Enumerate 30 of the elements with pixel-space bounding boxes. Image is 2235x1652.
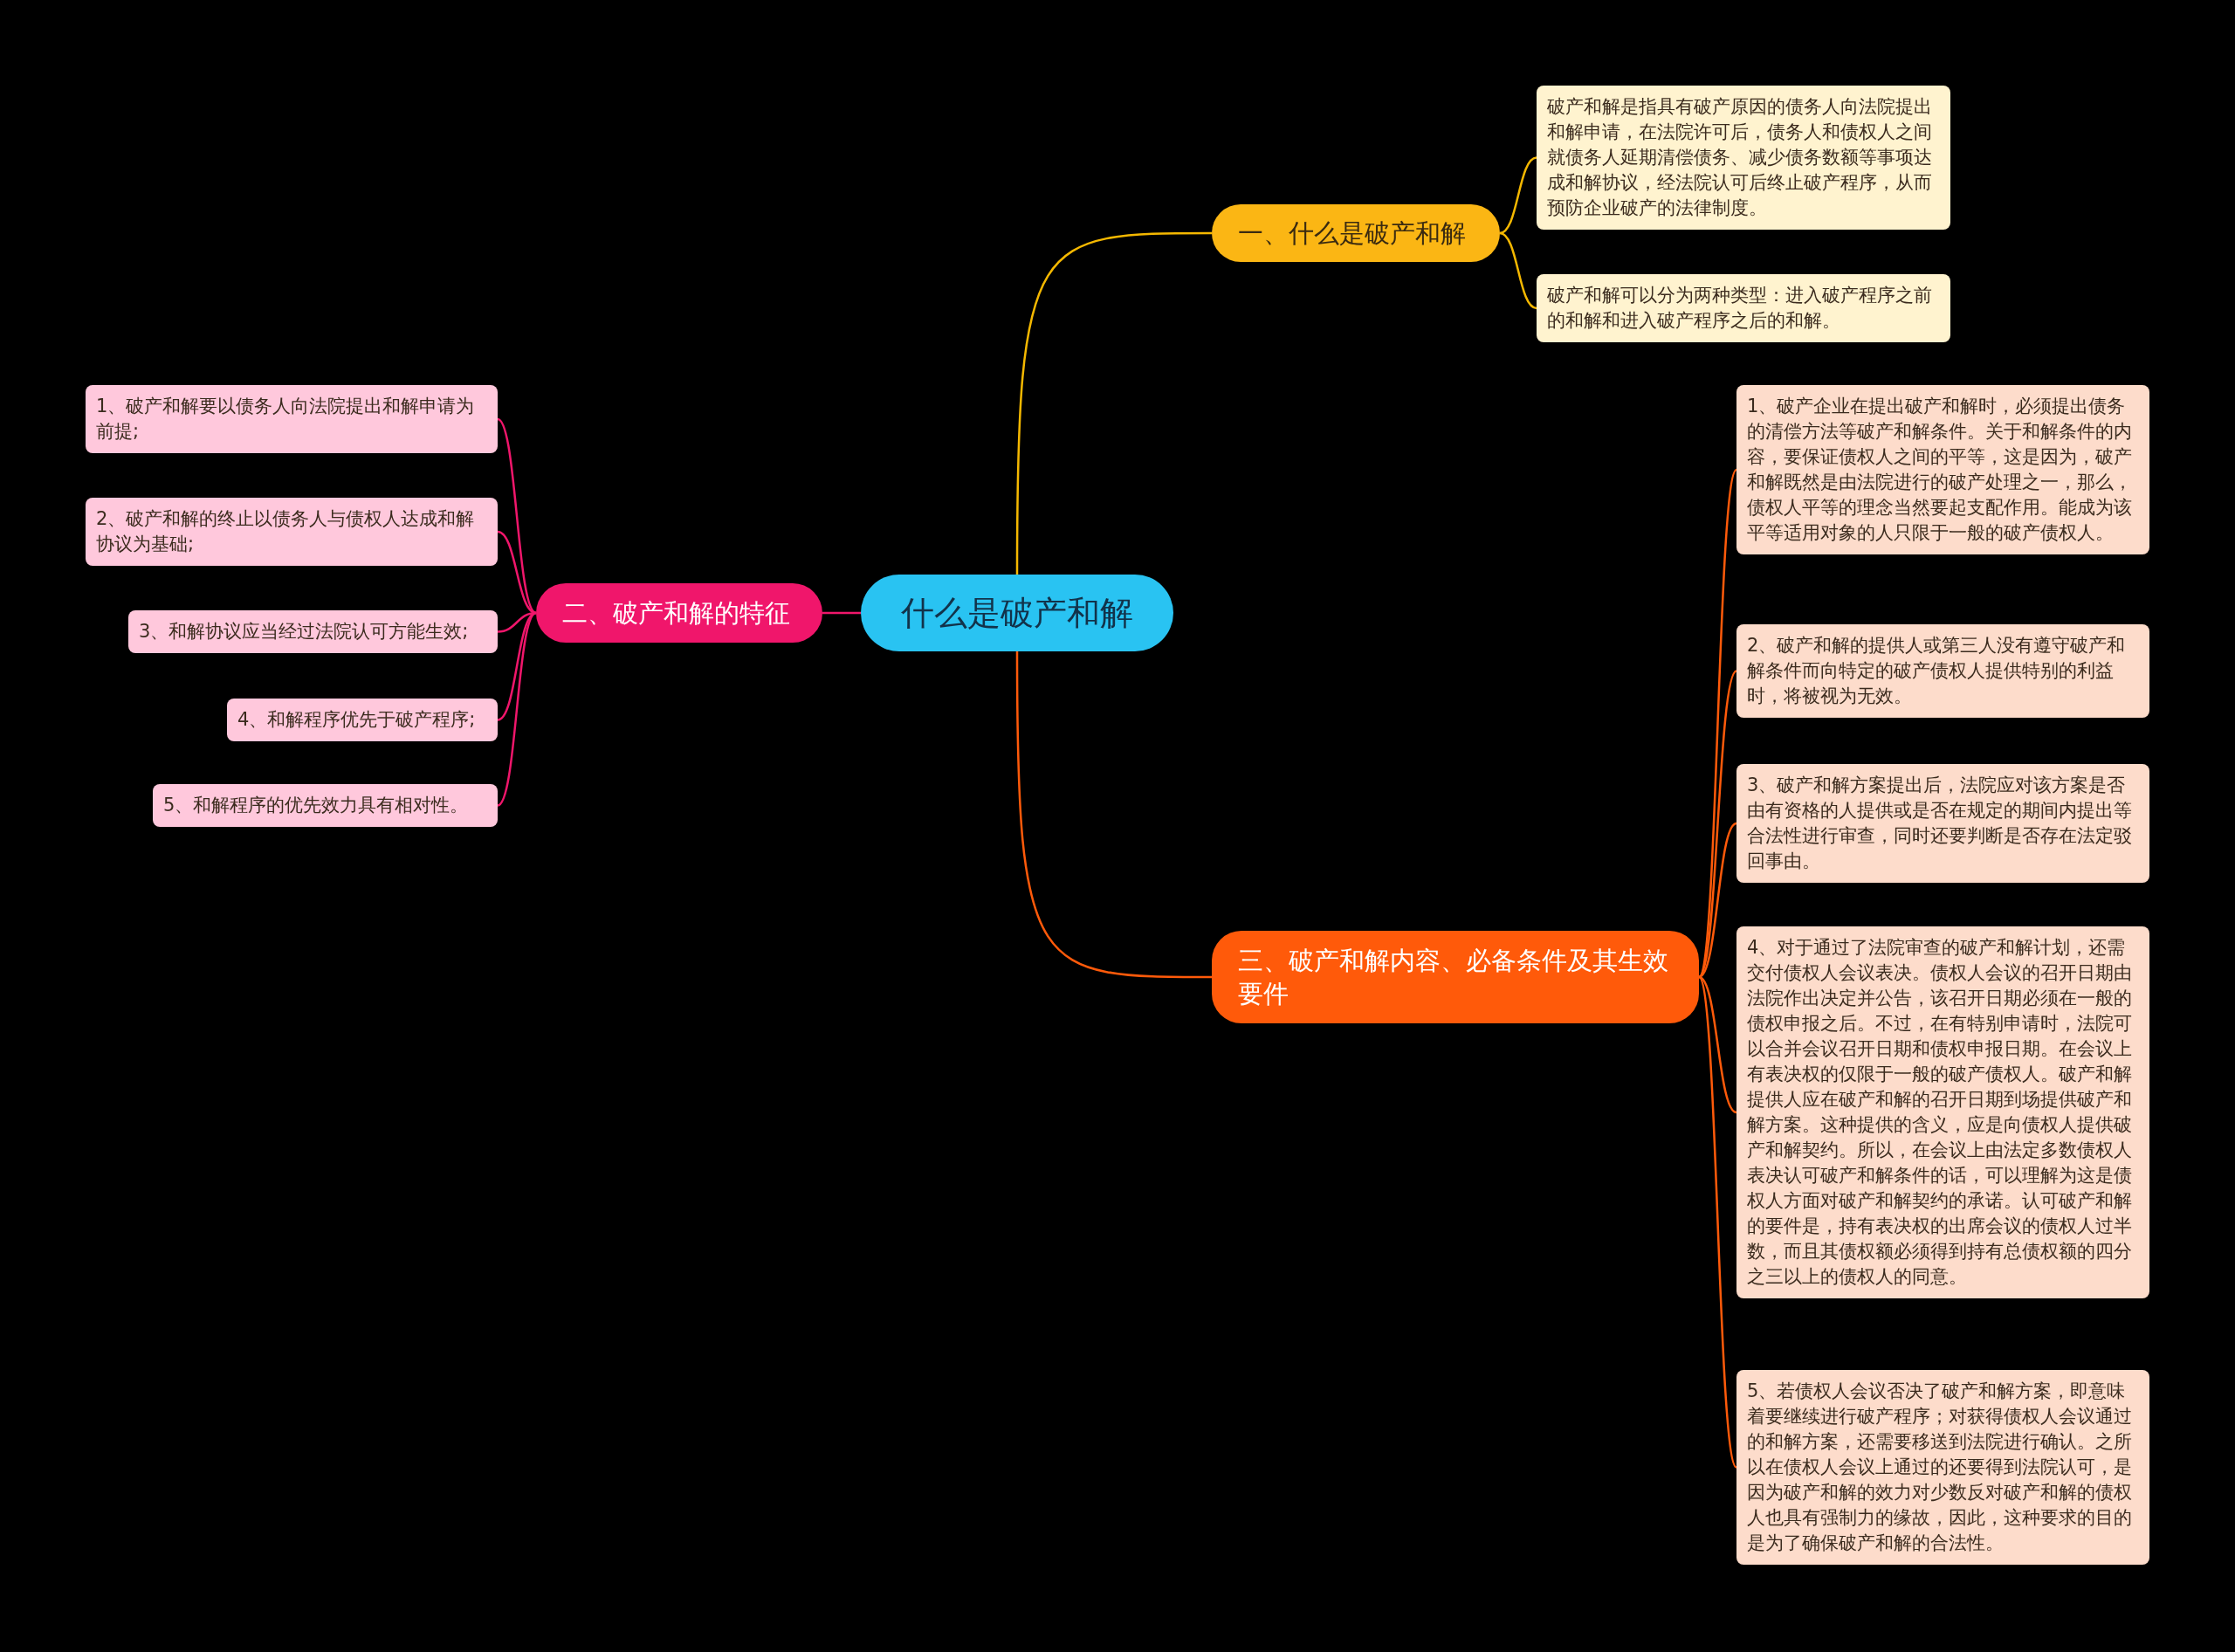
connector (497, 612, 537, 807)
detail-card: 4、对于通过了法院审查的破产和解计划，还需交付债权人会议表决。债权人会议的召开日期由法院作出决定并公告，该召开日期必须在一般的债权申报之后。不过，在有特别申请时，法院可以合并会议召开日期和债权申报日期。在会议上有表决权的仅限于一般的破产债权人。破产和解提供人应在破产和解的召开日期到场提供破产和解方案。这种提供的含义，应是向债权人提供破产和解契约。所以，在会议上由法定多数债权人表决认可破产和解条件的话，可以理解为这是债权人方面对破产和解契约的承诺。认可破产和解的要件是，持有表决权的出席会议的债权人过半数，而且其债权额必须得到持有总债权额的四分之三以上的债权人的同意。 (1736, 926, 2149, 1298)
detail-card: 1、破产企业在提出破产和解时，必须提出债务的清偿方法等破产和解条件。关于和解条件的内容，要保证债权人之间的平等，这是因为，破产和解既然是由法院进行的破产处理之一，那么，债权人平等的理念当然要起支配作用。能成为该平等适用对象的人只限于一般的破产债权人。 (1736, 385, 2149, 554)
connector (1698, 975, 1737, 1114)
detail-card: 破产和解可以分为两种类型：进入破产程序之前的和解和进入破产程序之后的和解。 (1537, 274, 1950, 342)
connector (1698, 670, 1737, 978)
detail-card: 1、破产和解要以债务人向法院提出和解申请为前提; (86, 385, 498, 453)
branch-topic: 三、破产和解内容、必备条件及其生效要件 (1212, 931, 1699, 1023)
detail-card: 3、破产和解方案提出后，法院应对该方案是否由有资格的人提供或是否在规定的期间内提出等合法性进行审查，同时还要判断是否存在法定驳回事由。 (1736, 764, 2149, 883)
connector (497, 418, 537, 614)
connector (497, 530, 537, 615)
branch-topic: 二、破产和解的特征 (536, 583, 822, 643)
connector (1697, 976, 1738, 1468)
connector (497, 611, 537, 721)
connector (1697, 469, 1738, 978)
branch-topic: 一、什么是破产和解 (1212, 204, 1500, 262)
detail-card: 4、和解程序优先于破产程序; (227, 699, 498, 741)
detail-card: 5、若债权人会议否决了破产和解方案，即意味着要继续进行破产程序；对获得债权人会议通过的和解方案，还需要移送到法院进行确认。之所以在债权人会议上通过的还要得到法院认可，是因为破产和解的效力对少数反对破产和解的债权人也具有强制力的缘故，因此，这种要求的目的是为了确保破产和解的合法性。 (1736, 1370, 2149, 1565)
connector (1499, 156, 1537, 235)
detail-card: 5、和解程序的优先效力具有相对性。 (153, 784, 498, 827)
detail-card: 3、和解协议应当经过法院认可方能生效; (128, 610, 498, 653)
detail-card: 破产和解是指具有破产原因的债务人向法院提出和解申请，在法院许可后，债务人和债权人之间就债务人延期清偿债务、减少债务数额等事项达成和解协议，经法院认可后终止破产程序，从而预防企业破产的法律制度。 (1537, 86, 1950, 230)
connector (822, 611, 861, 615)
connector (1015, 231, 1212, 575)
connector (1015, 651, 1212, 979)
connector (1499, 231, 1537, 310)
central-topic: 什么是破产和解 (861, 575, 1173, 651)
detail-card: 2、破产和解的提供人或第三人没有遵守破产和解条件而向特定的破产债权人提供特别的利益时，将被视为无效。 (1736, 624, 2149, 718)
detail-card: 2、破产和解的终止以债务人与债权人达成和解协议为基础; (86, 498, 498, 566)
connector (1698, 822, 1737, 979)
